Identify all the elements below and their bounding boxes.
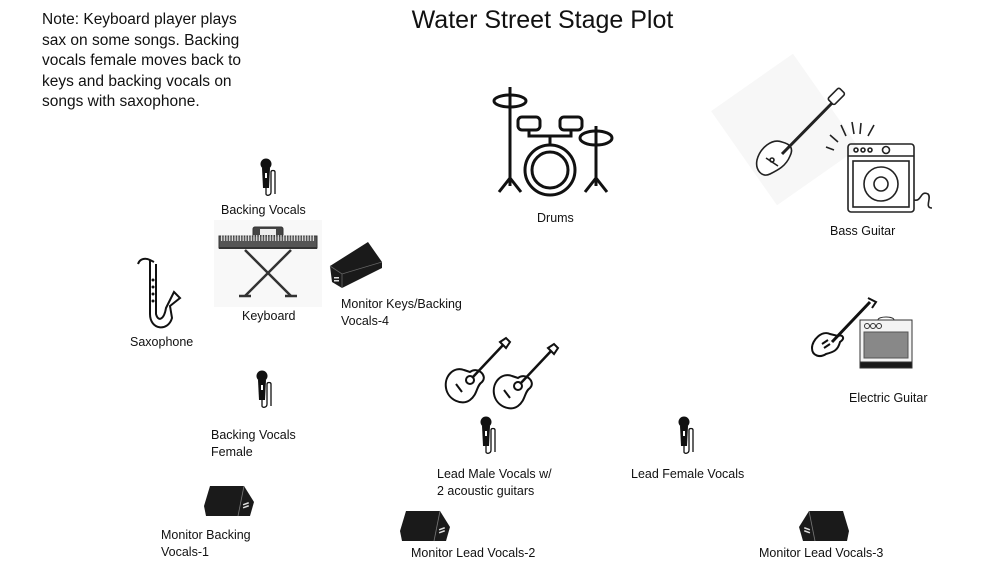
acoustic-guitars-icon — [444, 336, 560, 410]
drum-kit-icon — [492, 87, 614, 197]
lead-female-vocals-label: Lead Female Vocals — [631, 467, 745, 481]
monitor-backing-1-line2: Vocals-1 — [161, 545, 209, 559]
electric-guitar-label: Electric Guitar — [849, 391, 928, 405]
saxophone-label: Saxophone — [130, 335, 194, 349]
microphone-icon — [256, 370, 272, 408]
microphone-icon — [260, 158, 276, 196]
microphone-icon — [678, 416, 694, 454]
electric-guitar-icon — [810, 297, 878, 357]
stage-monitor-icon — [329, 242, 383, 288]
page-title: Water Street Stage Plot — [411, 6, 674, 34]
monitor-keys-label-line1: Monitor Keys/Backing — [341, 297, 462, 311]
bass-guitar-icon — [755, 87, 846, 176]
microphone-icon — [480, 416, 496, 454]
drums-label: Drums — [537, 211, 574, 225]
monitor-backing-1-line1: Monitor Backing — [161, 528, 251, 542]
monitor-keys-label: Monitor Keys/Backing Vocals-4 — [341, 296, 462, 330]
backing-vocals-female-line2: Female — [211, 445, 253, 459]
bass-guitar-label: Bass Guitar — [830, 224, 896, 238]
stage-monitor-icon — [204, 485, 254, 517]
backing-vocals-female-label: Backing Vocals Female — [211, 427, 296, 461]
saxophone-icon — [137, 257, 182, 329]
lead-male-vocals-label: Lead Male Vocals w/ 2 acoustic guitars — [437, 466, 552, 500]
stage-monitor-icon — [799, 510, 849, 542]
backing-vocals-label: Backing Vocals — [221, 203, 306, 217]
stage-monitor-icon — [400, 510, 450, 542]
monitor-keys-label-line2: Vocals-4 — [341, 314, 389, 328]
guitar-amp-icon — [859, 316, 913, 369]
keyboard-label: Keyboard — [242, 309, 296, 323]
bass-amp-icon — [825, 121, 933, 213]
monitor-lead-2-label: Monitor Lead Vocals-2 — [411, 546, 536, 560]
stage-note: Note: Keyboard player plays sax on some … — [42, 11, 242, 110]
lead-male-vocals-line2: 2 acoustic guitars — [437, 484, 535, 498]
lead-male-vocals-line1: Lead Male Vocals w/ — [437, 467, 552, 481]
monitor-backing-1-label: Monitor Backing Vocals-1 — [161, 527, 251, 561]
monitor-lead-3-label: Monitor Lead Vocals-3 — [759, 546, 884, 560]
keyboard-stand-icon — [218, 226, 318, 298]
backing-vocals-female-line1: Backing Vocals — [211, 428, 296, 442]
